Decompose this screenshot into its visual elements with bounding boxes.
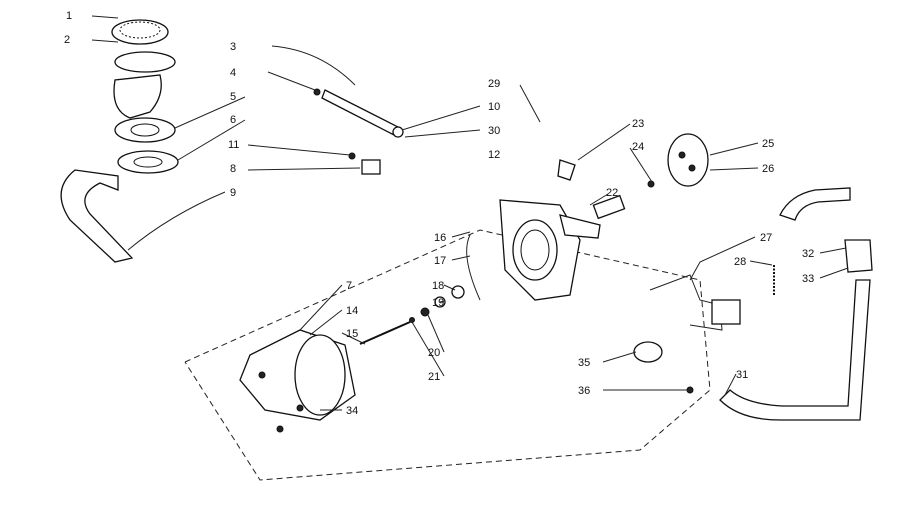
- label-7: 7: [346, 280, 352, 292]
- part-bracket-8: [348, 152, 381, 175]
- label-29: 29: [488, 78, 500, 90]
- label-22: 22: [606, 187, 618, 199]
- part-hose-top-right: [779, 187, 851, 221]
- label-18: 18: [432, 280, 444, 292]
- part-adapter: [113, 51, 176, 119]
- label-17: 17: [434, 255, 446, 267]
- label-1: 1: [66, 10, 72, 22]
- part-screw-24: [647, 180, 655, 188]
- label-11: 11: [228, 139, 239, 151]
- label-33: 33: [802, 273, 814, 285]
- label-32: 32: [802, 248, 814, 260]
- part-lower-housing: [239, 329, 356, 433]
- part-hose-31: [719, 279, 871, 421]
- label-19: 19: [432, 297, 444, 309]
- label-20: 20: [428, 347, 440, 359]
- label-15: 15: [346, 328, 358, 340]
- part-throttle-shaft: [313, 88, 404, 138]
- part-gasket-6: [117, 150, 179, 174]
- part-cover-25: [667, 133, 709, 187]
- label-30: 30: [488, 125, 500, 137]
- part-21: [409, 317, 415, 323]
- label-2: 2: [64, 34, 70, 46]
- part-18: [451, 285, 465, 299]
- part-bracket-27: [649, 274, 741, 331]
- label-21: 21: [428, 371, 440, 383]
- label-12: 12: [488, 149, 500, 161]
- label-14: 14: [346, 305, 358, 317]
- part-sleeve-35: [633, 341, 663, 363]
- part-23: [557, 159, 576, 181]
- label-16: 16: [434, 232, 446, 244]
- label-9: 9: [230, 187, 236, 199]
- label-36: 36: [578, 385, 590, 397]
- assembly-outline: [184, 229, 711, 481]
- label-28: 28: [734, 256, 746, 268]
- label-27: 27: [760, 232, 772, 244]
- label-25: 25: [762, 138, 774, 150]
- label-26: 26: [762, 163, 774, 175]
- label-10: 10: [488, 101, 500, 113]
- label-23: 23: [632, 118, 644, 130]
- part-air-filter-screen: [111, 19, 169, 45]
- part-fitting-32-33: [844, 239, 873, 273]
- label-31: 31: [736, 369, 748, 381]
- label-6: 6: [230, 114, 236, 126]
- part-needle-15: [359, 321, 411, 345]
- label-4: 4: [230, 67, 236, 79]
- label-5: 5: [230, 91, 236, 103]
- leader-lines: [91, 15, 849, 411]
- label-24: 24: [632, 141, 644, 153]
- part-gasket-5: [114, 117, 176, 143]
- label-3: 3: [230, 41, 236, 53]
- part-wire-16-17: [466, 234, 481, 301]
- label-34: 34: [346, 405, 358, 417]
- part-20: [420, 307, 430, 317]
- part-carburetor-body: [499, 194, 626, 301]
- label-8: 8: [230, 163, 236, 175]
- part-hose-9: [60, 169, 134, 263]
- label-35: 35: [578, 357, 590, 369]
